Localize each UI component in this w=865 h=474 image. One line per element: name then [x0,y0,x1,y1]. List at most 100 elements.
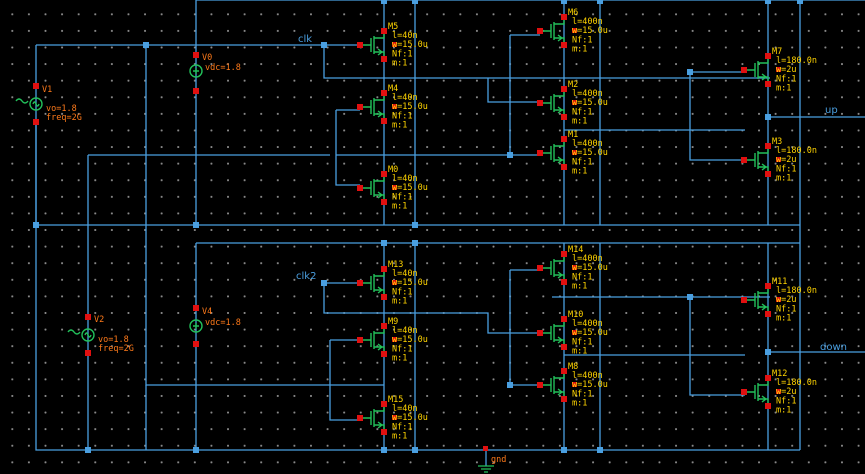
gate-pin[interactable] [537,382,543,388]
gate-pin[interactable] [537,150,543,156]
drain-pin[interactable] [765,375,771,381]
source-V2[interactable]: V2 vo=1.8 freq=2G [67,314,134,356]
drain-pin[interactable] [381,323,387,329]
source-pin[interactable] [765,81,771,87]
gate-pin[interactable] [357,185,363,191]
drain-pin[interactable] [381,28,387,34]
net-label-up[interactable]: up [825,105,838,116]
wires [35,0,865,466]
gate-pin[interactable] [357,337,363,343]
source-pin[interactable] [561,396,567,402]
source-pin[interactable] [381,199,387,205]
gate-pin[interactable] [537,100,543,106]
bulk-pin[interactable] [392,280,397,285]
bulk-pin[interactable] [776,297,781,302]
source-V1[interactable]: V1 vo=1.8 freq=2G [15,83,82,125]
ground-symbol[interactable]: gnd [478,446,506,473]
bulk-pin[interactable] [572,28,577,33]
gate-pin[interactable] [537,265,543,271]
drain-pin[interactable] [561,136,567,142]
bulk-pin[interactable] [572,265,577,270]
gate-pin[interactable] [741,67,747,73]
source-pin[interactable] [561,279,567,285]
drain-pin[interactable] [561,251,567,257]
mosfet-param: m:1 [776,406,791,416]
drain-pin[interactable] [561,86,567,92]
gate-pin[interactable] [741,157,747,163]
source-pin[interactable] [381,351,387,357]
drain-pin[interactable] [381,90,387,96]
source-pin[interactable] [765,171,771,177]
gate-pin[interactable] [537,28,543,34]
gate-pin[interactable] [741,389,747,395]
bulk-pin[interactable] [392,104,397,109]
source-pin[interactable] [561,42,567,48]
source-pin[interactable] [561,114,567,120]
bulk-pin[interactable] [392,42,397,47]
gate-pin[interactable] [357,42,363,48]
mosfet-param: Nf:1 [572,389,592,399]
bulk-pin[interactable] [572,330,577,335]
net-label-clk2[interactable]: clk2 [296,271,316,282]
bulk-pin[interactable] [392,185,397,190]
gate-pin[interactable] [741,297,747,303]
drain-pin[interactable] [381,401,387,407]
drain-pin[interactable] [381,171,387,177]
drain-pin[interactable] [561,368,567,374]
drain-pin[interactable] [765,283,771,289]
source-pin[interactable] [381,429,387,435]
gate-pin[interactable] [357,104,363,110]
svg-text:V2: V2 [94,315,104,325]
source-pin[interactable] [381,294,387,300]
source-pin[interactable] [561,344,567,350]
source-pin[interactable] [765,311,771,317]
mosfet-name: M0 [388,165,398,175]
source-V0[interactable]: V0 vdc=1.8 [189,52,241,94]
bulk-pin[interactable] [572,150,577,155]
bulk-pin[interactable] [776,67,781,72]
gate-pin[interactable] [537,330,543,336]
bulk-pin[interactable] [392,337,397,342]
drain-pin[interactable] [765,53,771,59]
drain-pin[interactable] [561,14,567,20]
mosfet-name: M8 [568,362,578,372]
wire-top-rail[interactable] [195,0,865,45]
source-pin[interactable] [381,118,387,124]
net-label-down[interactable]: down [820,342,847,353]
nmos-symbol-icon [747,149,769,171]
net-label-clk[interactable]: clk [298,34,312,45]
source-pin[interactable] [561,164,567,170]
gate-pin[interactable] [357,415,363,421]
bulk-pin[interactable] [392,415,397,420]
bulk-pin[interactable] [572,100,577,105]
bulk-pin[interactable] [572,382,577,387]
drain-pin[interactable] [561,316,567,322]
drain-pin[interactable] [765,143,771,149]
source-pin[interactable] [381,56,387,62]
drain-pin[interactable] [381,266,387,272]
mosfet-param: w=15.0u [392,413,428,423]
bulk-pin[interactable] [776,157,781,162]
source-V4[interactable]: V4 vdc=1.8 [189,305,241,347]
source-pin[interactable] [765,403,771,409]
gate-pin[interactable] [357,280,363,286]
bulk-pin[interactable] [776,389,781,394]
